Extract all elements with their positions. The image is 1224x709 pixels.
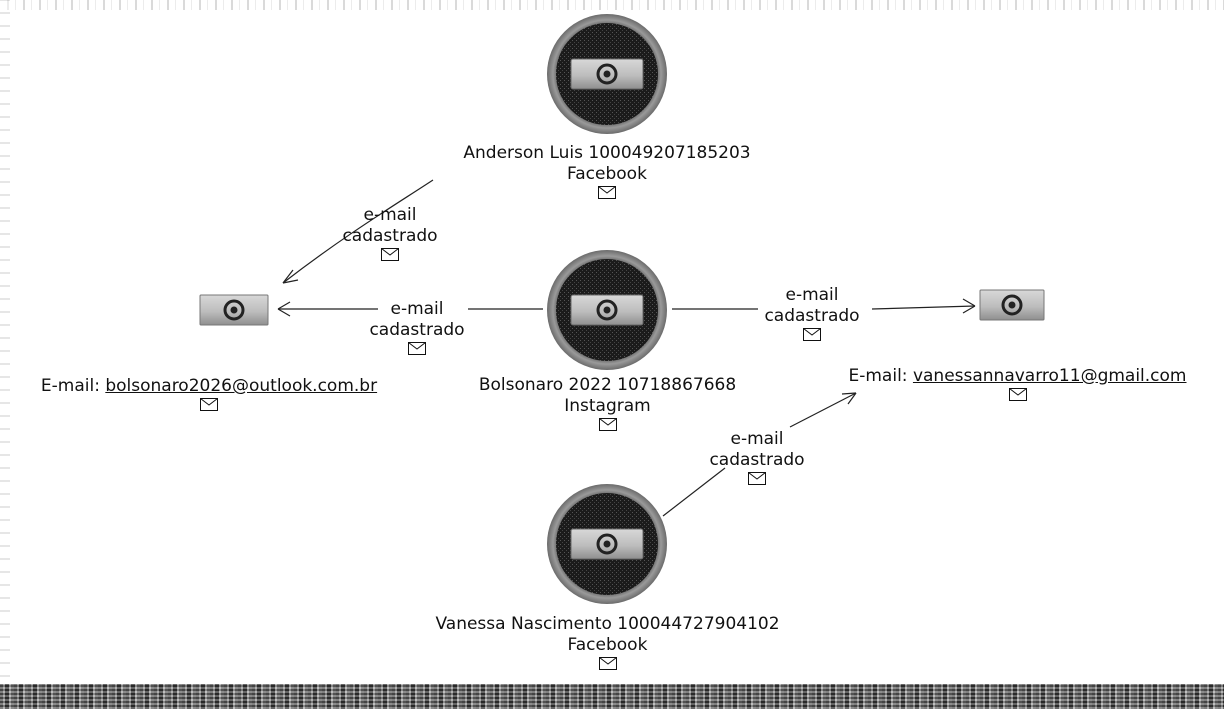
email-node-left[interactable]: [199, 294, 269, 326]
node-label-vanessa: Vanessa Nascimento 100044727904102 Faceb…: [380, 614, 835, 670]
envelope-icon[interactable]: [598, 657, 617, 670]
email-prefix: E-mail:: [848, 366, 908, 386]
person-node-vanessa[interactable]: [547, 484, 667, 604]
person-node-bolsonaro[interactable]: [547, 250, 667, 370]
edge-label-line1: e-mail: [785, 285, 839, 305]
envelope-icon[interactable]: [598, 418, 617, 431]
edge-vanessa-to-email-right: [662, 392, 857, 517]
email-label-left: E-mail: bolsonaro2026@outlook.com.br: [4, 376, 414, 411]
edge-label-line1: e-mail: [730, 429, 784, 449]
at-sign-icon: [223, 299, 245, 321]
scan-noise-bottom: [0, 684, 1224, 709]
email-prefix: E-mail:: [40, 376, 100, 396]
edge-label-line1: e-mail: [390, 299, 444, 319]
node-label-anderson: Anderson Luis 100049207185203 Facebook: [397, 143, 817, 199]
edge-label-line2: cadastrado: [709, 450, 805, 470]
edge-label-anderson-left: e-mail cadastrado: [330, 205, 450, 261]
node-network: Facebook: [567, 164, 647, 184]
edge-label-bolsonaro-right: e-mail cadastrado: [752, 285, 872, 341]
edge-label-bolsonaro-left: e-mail cadastrado: [357, 299, 477, 355]
edge-label-line1: e-mail: [363, 205, 417, 225]
node-name: Bolsonaro 2022 10718867668: [478, 375, 737, 395]
edge-label-vanessa-right: e-mail cadastrado: [697, 429, 817, 485]
envelope-icon[interactable]: [598, 186, 616, 199]
node-network: Instagram: [564, 396, 651, 416]
email-address-link[interactable]: bolsonaro2026@outlook.com.br: [105, 376, 378, 396]
edge-label-line2: cadastrado: [369, 320, 465, 340]
edge-bolsonaro-to-email-right: [672, 298, 976, 314]
envelope-icon[interactable]: [803, 328, 821, 341]
edge-anderson-to-email-left: [282, 179, 434, 284]
person-node-anderson[interactable]: [547, 14, 667, 134]
node-network: Facebook: [567, 635, 648, 655]
edge-bolsonaro-to-email-left: [277, 301, 543, 317]
node-label-bolsonaro: Bolsonaro 2022 10718867668 Instagram: [420, 375, 795, 431]
envelope-icon[interactable]: [408, 342, 426, 355]
edge-label-line2: cadastrado: [342, 226, 438, 246]
at-sign-photo-icon: [596, 63, 618, 85]
scan-noise-left: [0, 0, 10, 709]
envelope-icon[interactable]: [200, 398, 218, 411]
email-address-link[interactable]: vanessannavarro11@gmail.com: [912, 366, 1187, 386]
at-sign-photo-icon: [596, 533, 618, 555]
scan-noise-top: [0, 0, 1224, 10]
envelope-icon[interactable]: [1008, 388, 1027, 401]
at-sign-photo-icon: [596, 299, 618, 321]
node-name: Vanessa Nascimento 100044727904102: [435, 614, 780, 634]
edge-label-line2: cadastrado: [764, 306, 860, 326]
email-node-right[interactable]: [979, 289, 1045, 321]
envelope-icon[interactable]: [748, 472, 766, 485]
email-label-right: E-mail: vanessannavarro11@gmail.com: [815, 366, 1220, 401]
envelope-icon[interactable]: [381, 248, 399, 261]
node-name: Anderson Luis 100049207185203: [463, 143, 751, 163]
at-sign-icon: [1001, 294, 1023, 316]
